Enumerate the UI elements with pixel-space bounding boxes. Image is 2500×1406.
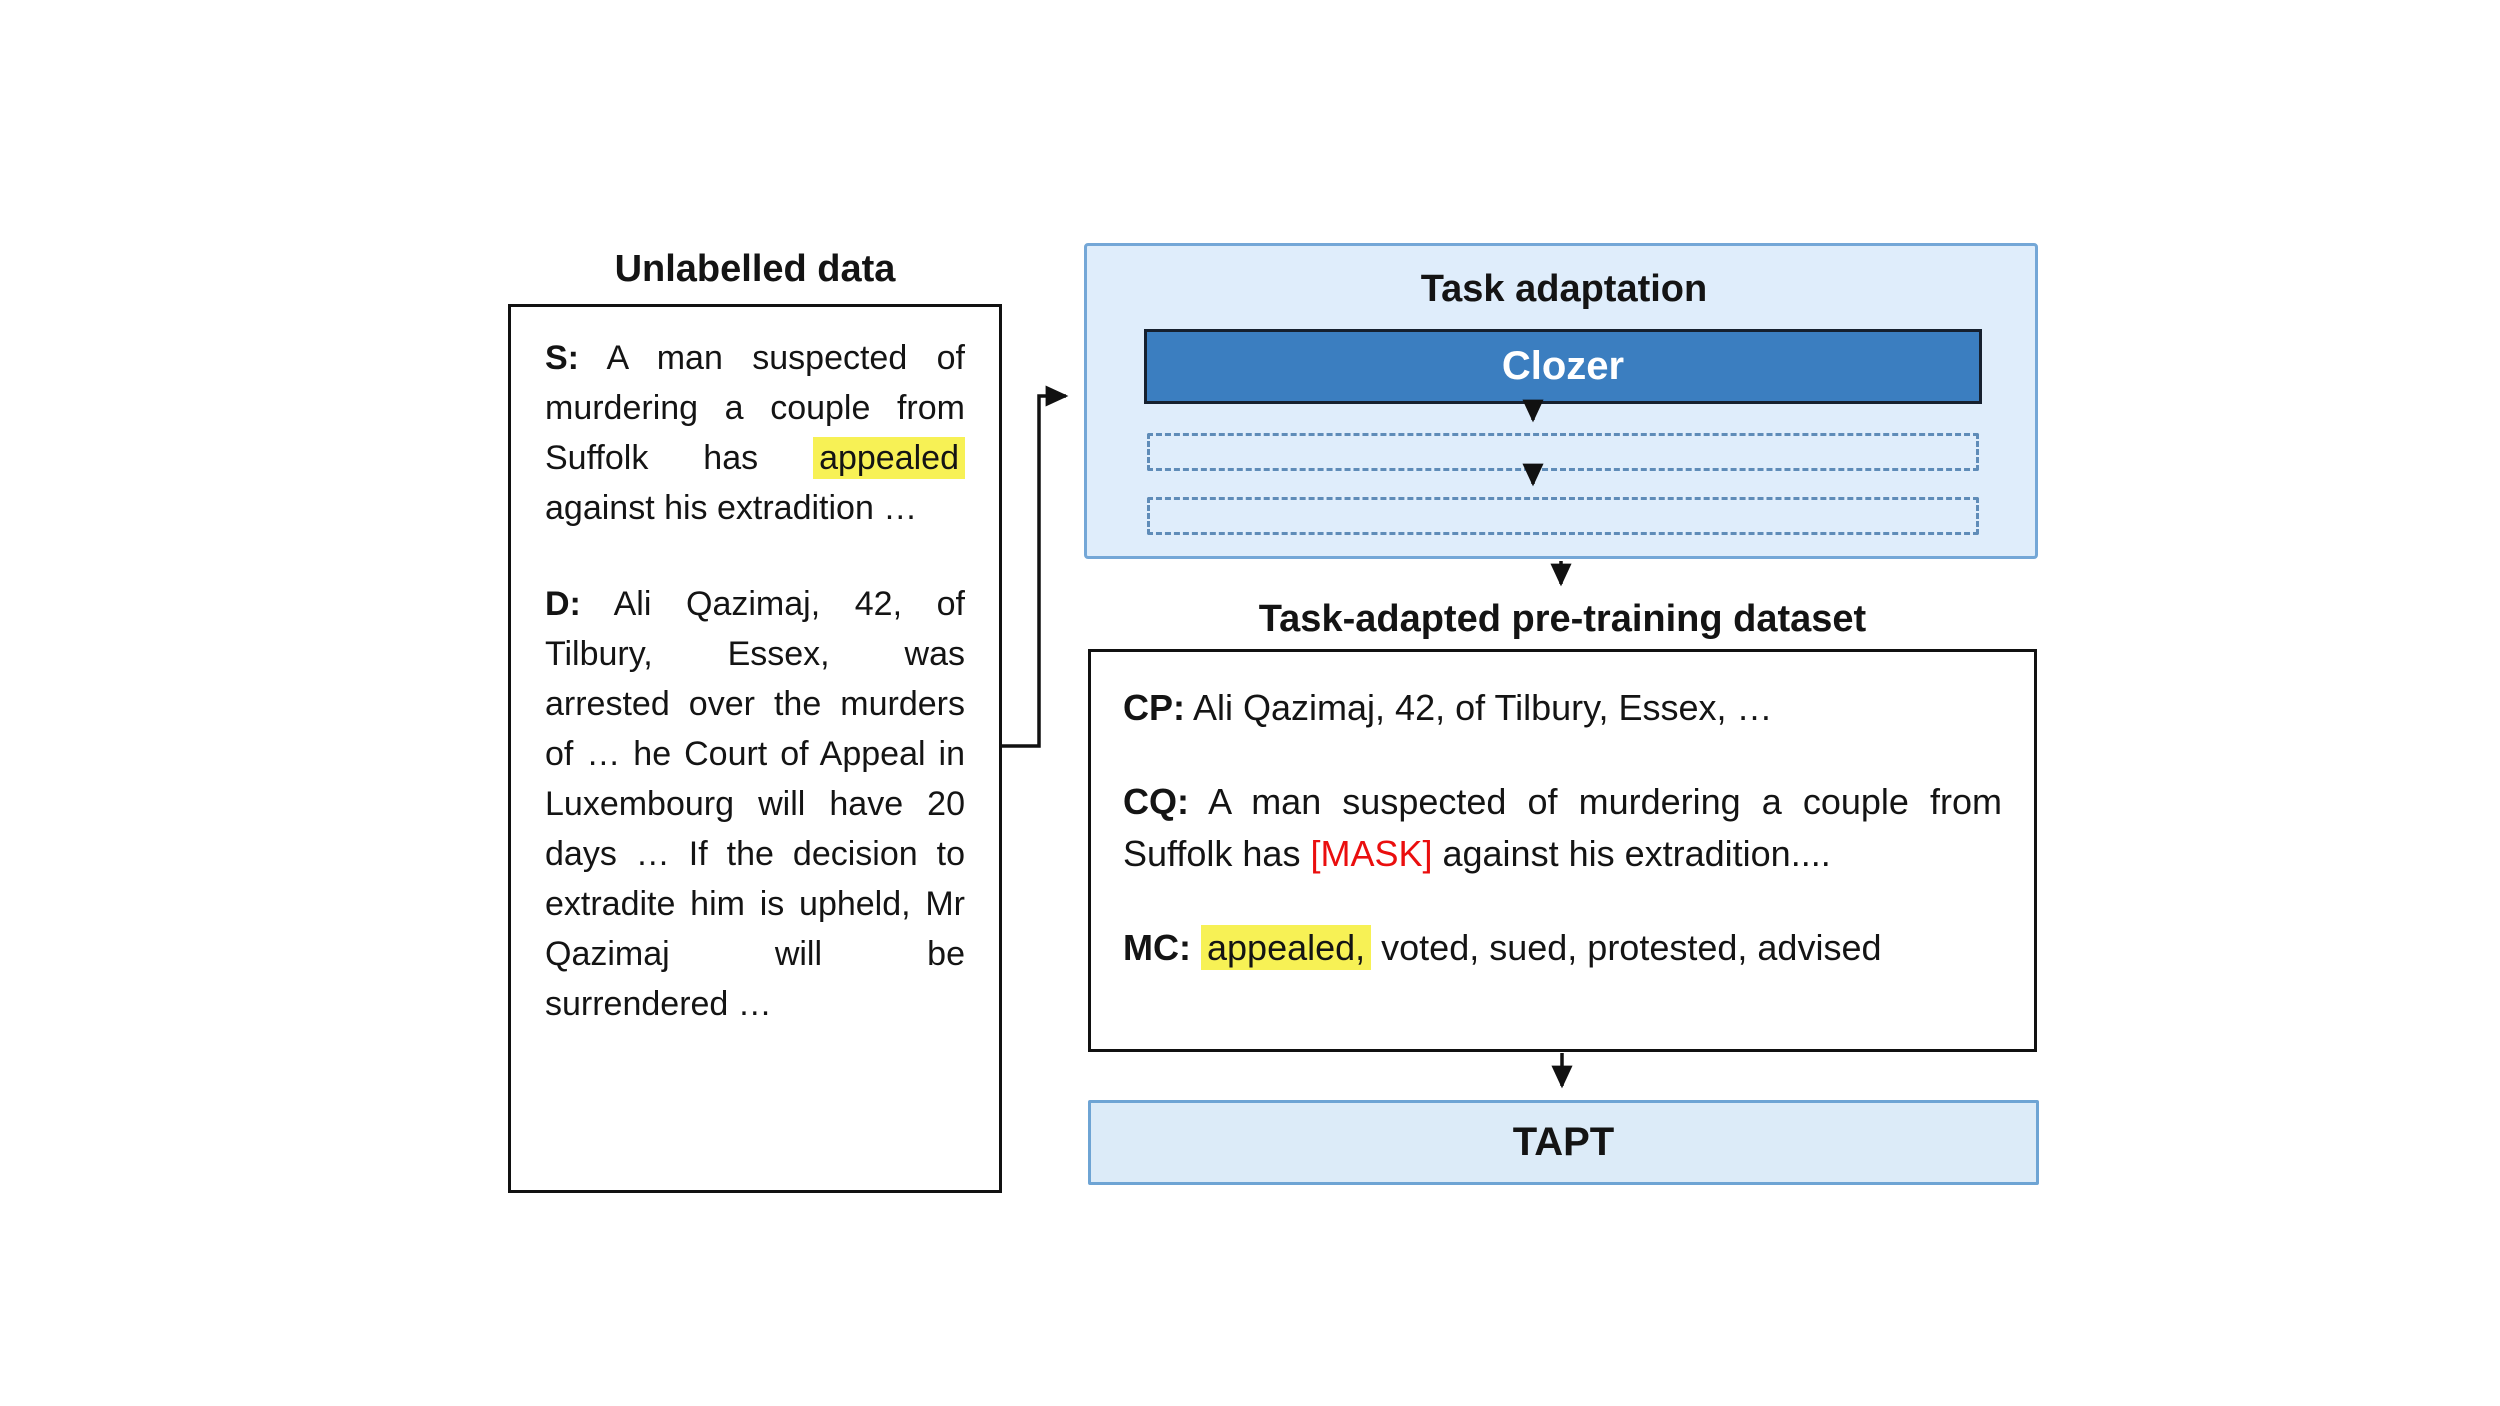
task-adaptation-panel: Task adaptation Clozer bbox=[1084, 243, 2038, 559]
cq-text-post: against his extradition.... bbox=[1432, 833, 1831, 874]
dataset-content: CP: Ali Qazimaj, 42, of Tilbury, Essex, … bbox=[1123, 682, 2002, 974]
clozer-label: Clozer bbox=[1501, 344, 1625, 388]
masked-sentence-placeholder-1 bbox=[1147, 433, 1979, 471]
mc-spacer bbox=[1191, 927, 1201, 968]
mc-text: voted, sued, protested, advised bbox=[1371, 927, 1882, 968]
s-paragraph: S: A man suspected of murdering a couple… bbox=[545, 333, 965, 533]
mask-token: [MASK] bbox=[1310, 833, 1433, 874]
tapt-label: TAPT bbox=[1512, 1120, 1615, 1164]
dataset-title: Task-adapted pre-training dataset bbox=[1258, 598, 1867, 640]
clozer-box: Clozer bbox=[1144, 329, 1982, 404]
cq-paragraph: CQ: A man suspected of murdering a coupl… bbox=[1123, 776, 2002, 880]
s-text-post: against his extradition … bbox=[545, 489, 918, 527]
s-highlight: appealed bbox=[813, 437, 965, 479]
d-text: Ali Qazimaj, 42, of Tilbury, Essex, was … bbox=[545, 585, 965, 1023]
tapt-box: TAPT bbox=[1088, 1100, 2039, 1185]
unlabelled-data-box: S: A man suspected of murdering a couple… bbox=[508, 304, 1002, 1193]
cq-label: CQ: bbox=[1123, 781, 1189, 822]
cq-text-pre: A man suspected of murdering a couple fr… bbox=[1123, 781, 2002, 874]
cp-line: CP: Ali Qazimaj, 42, of Tilbury, Essex, … bbox=[1123, 682, 2002, 734]
connector-unlabelled-to-task-arrow bbox=[1002, 385, 1069, 748]
d-paragraph: D: Ali Qazimaj, 42, of Tilbury, Essex, w… bbox=[545, 579, 965, 1029]
d-label: D: bbox=[545, 585, 581, 623]
unlabelled-data-title: Unlabelled data bbox=[614, 248, 896, 290]
s-label: S: bbox=[545, 339, 579, 377]
cp-text: Ali Qazimaj, 42, of Tilbury, Essex, … bbox=[1185, 687, 1773, 728]
s-text-pre: A man suspected of murdering a couple fr… bbox=[545, 339, 965, 477]
mc-highlight: appealed, bbox=[1201, 925, 1372, 970]
dataset-box: CP: Ali Qazimaj, 42, of Tilbury, Essex, … bbox=[1088, 649, 2037, 1052]
mc-line: MC: appealed, voted, sued, protested, ad… bbox=[1123, 922, 2002, 974]
unlabelled-passages: S: A man suspected of murdering a couple… bbox=[545, 333, 965, 1029]
task-adaptation-title: Task adaptation bbox=[1420, 268, 1708, 310]
masked-sentence-placeholder-2 bbox=[1147, 497, 1979, 535]
mc-label: MC: bbox=[1123, 927, 1191, 968]
cp-label: CP: bbox=[1123, 687, 1185, 728]
